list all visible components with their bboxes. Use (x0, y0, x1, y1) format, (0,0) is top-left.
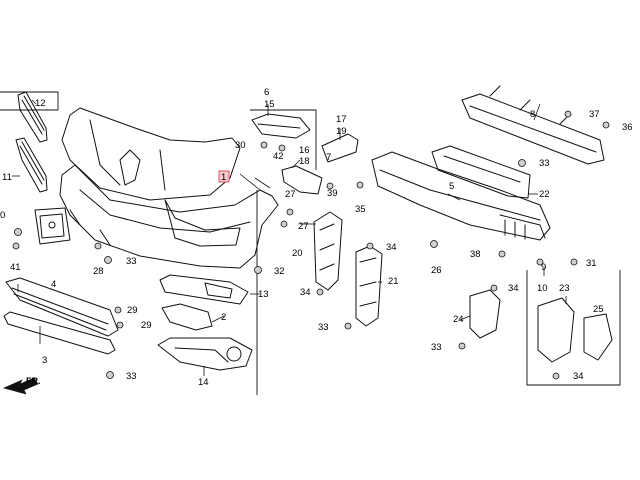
part-6-15-bracket[interactable] (251, 113, 311, 139)
label-23: 23 (559, 283, 570, 294)
part-5-absorber[interactable] (371, 151, 551, 241)
label-15: 15 (264, 99, 275, 110)
label-2: 2 (221, 312, 226, 323)
fastener-symbols (12, 110, 610, 380)
label-31: 31 (586, 258, 597, 269)
label-26: 26 (431, 265, 442, 276)
part-4-lower-grille[interactable] (5, 277, 119, 337)
label-33b: 33 (126, 371, 137, 382)
group-frame-center (250, 109, 317, 170)
label-33a: 33 (126, 256, 137, 267)
label-32: 32 (274, 266, 285, 277)
part-21-bracket[interactable] (355, 245, 383, 327)
label-0: 0 (0, 210, 5, 221)
label-11: 11 (2, 172, 12, 183)
part-16-18-bracket[interactable] (281, 165, 323, 195)
part-1-front-bumper[interactable] (59, 107, 279, 269)
part-23-bracket[interactable] (537, 297, 575, 363)
label-17: 17 (336, 114, 347, 125)
part-11-molding[interactable] (15, 137, 48, 193)
group-frame-left (0, 91, 59, 111)
label-16: 16 (299, 145, 310, 156)
label-34b: 34 (386, 242, 397, 253)
label-25: 25 (593, 304, 604, 315)
label-9: 9 (541, 262, 546, 273)
label-19: 19 (336, 126, 347, 137)
label-33e: 33 (431, 342, 442, 353)
label-14: 14 (198, 377, 209, 388)
label-41: 41 (10, 262, 21, 273)
label-5: 5 (449, 181, 454, 192)
label-24: 24 (453, 314, 464, 325)
label-33d: 33 (539, 158, 550, 169)
label-29b: 29 (141, 320, 152, 331)
label-4: 4 (51, 279, 56, 290)
label-18: 18 (299, 156, 310, 167)
label-10: 10 (537, 283, 548, 294)
label-13: 13 (258, 289, 269, 300)
label-33c: 33 (318, 322, 329, 333)
part-3-lower-lip[interactable] (3, 311, 116, 355)
label-1: 1 (221, 172, 226, 183)
label-21: 21 (388, 276, 399, 287)
part-12-molding[interactable] (17, 91, 48, 143)
group-frame-right (526, 270, 621, 386)
label-36: 36 (622, 122, 633, 133)
label-37: 37 (589, 109, 600, 120)
direction-label: FR. (26, 376, 41, 386)
part-20-side-bracket[interactable] (313, 211, 343, 291)
front-direction-arrow: FR. (3, 376, 41, 395)
part-13-fog-garnish[interactable] (159, 274, 249, 305)
leader-lines (12, 99, 567, 376)
label-34c: 34 (508, 283, 519, 294)
label-27b: 27 (298, 221, 309, 232)
part-1-highlight (218, 170, 230, 183)
label-28: 28 (93, 266, 104, 277)
part-25-bracket[interactable] (583, 313, 613, 361)
label-20: 20 (292, 248, 303, 259)
label-42: 42 (273, 151, 284, 162)
part-2-cover[interactable] (161, 303, 213, 331)
label-3: 3 (42, 355, 47, 366)
label-7: 7 (326, 152, 331, 163)
part-22-upper-beam[interactable] (431, 145, 531, 199)
label-22: 22 (539, 189, 550, 200)
part-14-fog-garnish[interactable] (157, 337, 253, 371)
part-labels: 0 1 2 3 4 5 6 7 8 9 10 11 12 13 14 15 16… (0, 87, 633, 388)
part-10-bracket[interactable] (34, 207, 71, 245)
label-29: 29 (127, 305, 138, 316)
label-30: 30 (235, 140, 246, 151)
label-6: 6 (264, 87, 269, 98)
label-12: 12 (35, 98, 46, 109)
label-35: 35 (355, 204, 366, 215)
part-8-reinforcement[interactable] (461, 85, 605, 165)
label-27: 27 (285, 189, 296, 200)
part-17-19-bracket[interactable] (321, 133, 359, 163)
label-8: 8 (530, 109, 535, 120)
label-39: 39 (327, 188, 338, 199)
part-24-bracket[interactable] (469, 289, 501, 339)
label-34d: 34 (573, 371, 584, 382)
label-34a: 34 (300, 287, 311, 298)
label-38: 38 (470, 249, 481, 260)
